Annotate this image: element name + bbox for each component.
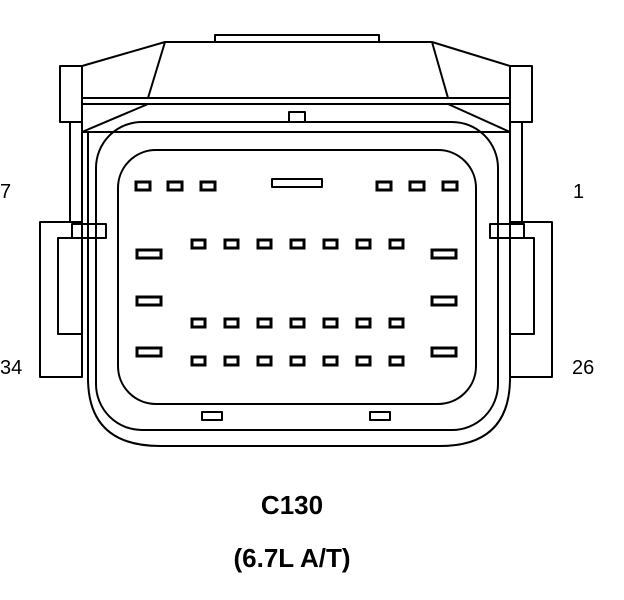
pin-cavity (134, 180, 152, 192)
pin-cavity (166, 180, 184, 192)
pin-cavity (388, 238, 405, 250)
pin-cavity (223, 317, 240, 329)
pin-cavity (256, 317, 273, 329)
pin-cavity (289, 317, 306, 329)
pin-cavity (322, 317, 339, 329)
pin-cavity (190, 355, 207, 367)
right-side-rail (489, 65, 553, 378)
pin-cavity (355, 317, 372, 329)
pin-label-top-left: 7 (0, 181, 12, 203)
top-latch-housing (81, 34, 511, 133)
pin-cavity (135, 248, 163, 260)
latch-center-clip (288, 111, 306, 123)
pin-cavity (289, 355, 306, 367)
pin-cavity (388, 317, 405, 329)
pin-cavity (190, 317, 207, 329)
pin-cavity (223, 355, 240, 367)
pin-cavity (256, 355, 273, 367)
pin-cavity (430, 248, 458, 260)
pin-label-bottom-right: 26 (572, 357, 595, 379)
inner-cavity (117, 149, 477, 405)
latch-tab (214, 34, 380, 43)
pin-cavity (256, 238, 273, 250)
bottom-key-left (201, 411, 223, 421)
bottom-key-right (369, 411, 391, 421)
pin-cavity (441, 180, 459, 192)
key-slot (271, 178, 323, 188)
pin-cavity (430, 346, 458, 358)
connector-body-outline (87, 131, 511, 447)
connector-name: C130 (260, 490, 324, 520)
right-lock-tab (489, 223, 525, 239)
pin-cavity (135, 346, 163, 358)
pin-cavity (135, 295, 163, 307)
pin-cavity (408, 180, 426, 192)
pin-cavity-layer (134, 180, 459, 367)
pin-cavity (355, 355, 372, 367)
pin-cavity (223, 238, 240, 250)
connector-variant: (6.7L A/T) (233, 543, 351, 573)
pin-cavity (355, 238, 372, 250)
pin-label-top-right: 1 (573, 181, 585, 203)
outer-shroud (95, 121, 499, 431)
pin-cavity (322, 355, 339, 367)
pin-cavity (430, 295, 458, 307)
pin-cavity (289, 238, 306, 250)
pin-cavity (190, 238, 207, 250)
pin-cavity (199, 180, 217, 192)
pin-cavity (388, 355, 405, 367)
pin-label-bottom-left: 34 (0, 357, 23, 379)
pin-cavity (322, 238, 339, 250)
pin-cavity (375, 180, 393, 192)
